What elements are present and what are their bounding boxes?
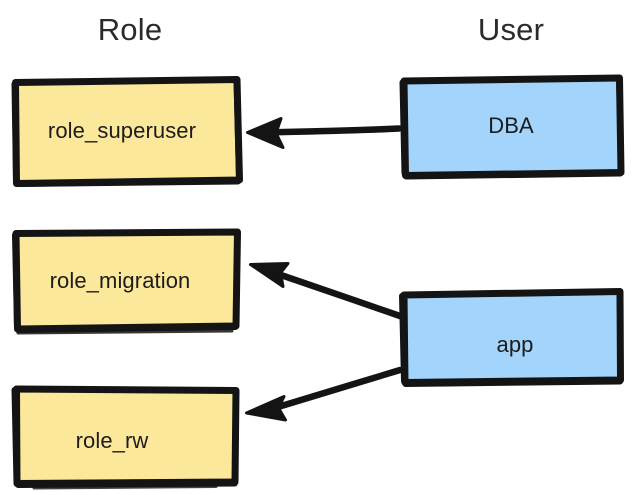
edge-app-to-role-migration: [249, 262, 404, 320]
node-shape-dba: [399, 74, 625, 180]
node-dba[interactable]: DBA: [399, 74, 625, 180]
node-label-dba: DBA: [488, 112, 534, 138]
node-app[interactable]: app: [399, 288, 624, 387]
node-shape-app: [399, 288, 624, 387]
node-role-migration[interactable]: role_migration: [12, 228, 241, 335]
node-shape-role-rw: [11, 385, 240, 490]
column-header-role: Role: [97, 12, 163, 47]
edge-app-to-role-rw: [245, 366, 404, 422]
node-shape-role-migration: [12, 228, 241, 335]
node-shape-role-superuser: [11, 76, 243, 187]
node-label-role-rw: role_rw: [75, 427, 149, 453]
node-role-rw[interactable]: role_rw: [11, 385, 240, 490]
node-role-superuser[interactable]: role_superuser: [11, 76, 243, 187]
edge-dba-to-role-superuser: [246, 117, 403, 149]
node-label-role-migration: role_migration: [49, 268, 191, 293]
column-header-user: User: [477, 12, 545, 47]
node-label-app: app: [496, 331, 534, 357]
node-label-role-superuser: role_superuser: [47, 118, 197, 143]
